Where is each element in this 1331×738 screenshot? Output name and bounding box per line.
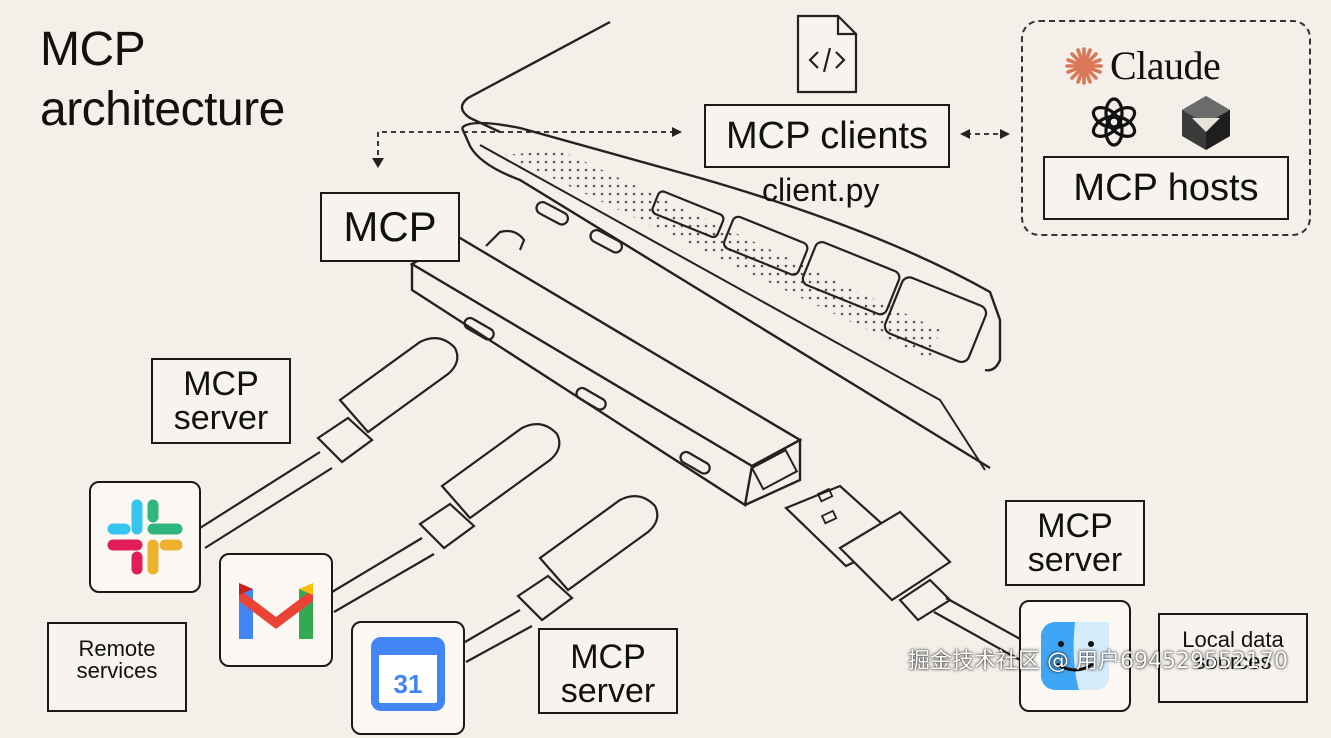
usb-c-cable-2 [331,423,561,613]
google-calendar-app-tile: 31 [351,621,465,735]
mcp-label: MCP [320,192,460,262]
finder-icon [1041,622,1109,690]
laptop-key [883,276,988,364]
server-left-line-1: MCP [183,365,259,403]
usb-hub-end [744,437,802,507]
laptop-port [589,229,624,254]
arrow-head-right-2 [1000,129,1010,139]
line-art [199,14,1230,663]
remote-services-label: Remote services [47,622,187,712]
mcp-server-right-label: MCP server [1005,500,1145,586]
dashed-arrows [377,131,1004,164]
hosts-group [1021,20,1311,236]
usb-hub-top [409,236,803,468]
hub-usb-a-port [750,448,799,491]
hub-port [679,450,711,475]
gmail-app-tile [219,553,333,667]
remote-line-1: Remote [78,636,156,661]
title-line-2: architecture [40,83,285,136]
laptop-port [535,201,570,226]
server-right-line-2: server [1027,541,1123,579]
slack-icon [107,499,183,575]
speaker-grille [505,150,940,360]
usb-hub-front [410,264,754,507]
slack-app-tile [89,481,201,593]
architecture-diagram: MCP architecture MCP MCP clients client.… [40,14,1311,735]
google-calendar-icon: 31 [371,637,445,711]
hub-port [575,386,607,411]
arrow-head-left [960,129,970,139]
mcp-clients-label: MCP clients [704,104,950,168]
openai-logo-icon [1091,97,1137,147]
arrow-head-right [672,127,682,137]
calendar-day: 31 [394,669,423,699]
mcp-server-left-label: MCP server [151,358,291,444]
laptop-screen-edge [460,20,611,134]
hub-connector [485,229,526,251]
usb-c-cable-3 [464,495,659,663]
usb-c-cable-1 [199,337,459,549]
server-left-line-2: server [173,399,269,437]
title-line-1: MCP [40,23,146,76]
laptop-key [651,190,725,239]
watermark: 掘金技术社区 @ 用户694529552170 [908,649,1288,674]
local-line-1: Local data [1182,627,1284,652]
local-line-2: sources [1194,649,1272,674]
claude-brand: Claude [1064,42,1221,89]
laptop-body-top [461,121,1002,372]
perplexity-logo-icon [1182,96,1230,150]
mcp-hosts-label: MCP hosts [1043,156,1289,220]
claude-logo-icon [1065,46,1103,85]
mcp-server-bottom-label: MCP server [538,628,678,714]
laptop-key [801,241,901,316]
usb-a-cable [784,484,1023,661]
arrow-head-down [372,158,384,168]
claude-wordmark: Claude [1110,43,1221,88]
server-bottom-line-1: MCP [570,638,646,676]
local-data-sources-label: Local data sources [1158,613,1308,703]
gmail-icon [239,583,313,639]
laptop-key [722,215,809,276]
server-bottom-line-2: server [560,672,656,710]
remote-line-2: services [76,658,158,683]
code-file-icon [796,14,858,94]
server-right-line-1: MCP [1037,507,1113,545]
hub-port [463,316,495,341]
diagram-title: MCP architecture [40,20,285,140]
laptop-body-front [460,127,991,470]
client-file-label: client.py [762,172,880,208]
laptop-body-edge [479,144,986,471]
